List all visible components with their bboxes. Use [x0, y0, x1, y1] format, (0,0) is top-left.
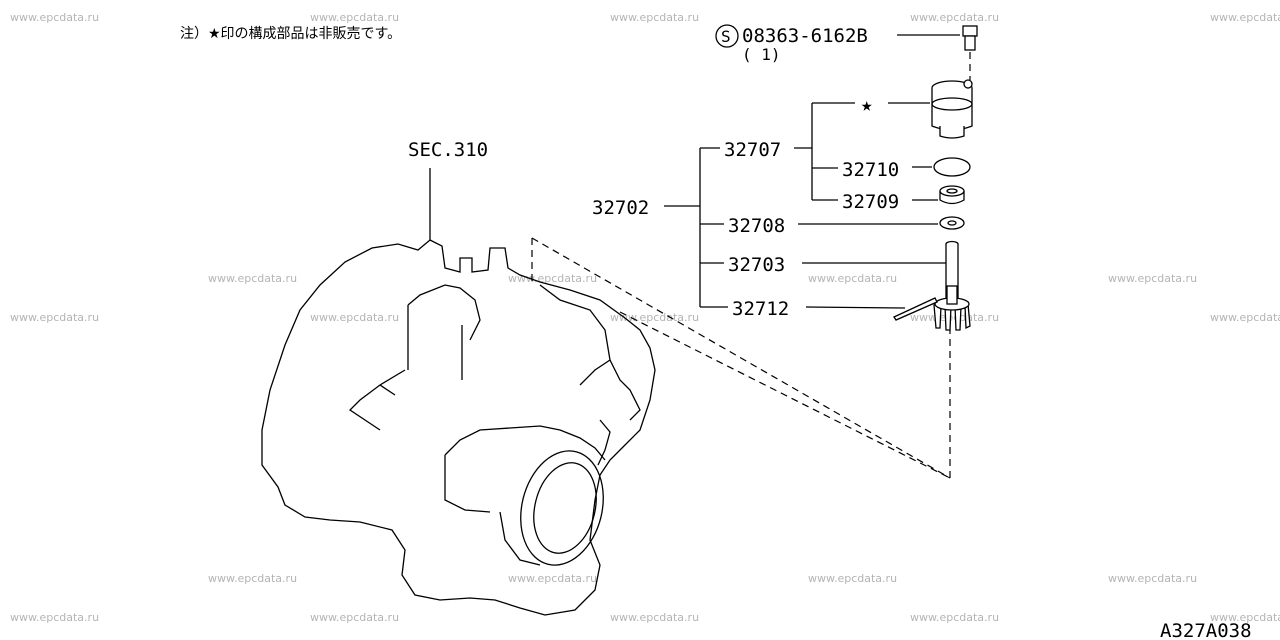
output-flange [520, 450, 604, 566]
projection-line [619, 311, 951, 479]
watermark: www.epcdata.ru [508, 572, 597, 585]
housing-body [931, 88, 973, 131]
part-label-32702[interactable]: 32702 [592, 197, 649, 219]
watermark: www.epcdata.ru [610, 311, 699, 324]
watermark: www.epcdata.ru [610, 11, 699, 24]
sensor-housing-part[interactable] [931, 79, 973, 139]
transmission-right-detail [539, 284, 641, 466]
watermark: www.epcdata.ru [10, 311, 99, 324]
watermark: www.epcdata.ru [310, 11, 399, 24]
part-label-32703[interactable]: 32703 [728, 254, 785, 276]
bushing-hole [946, 188, 958, 194]
bolt-callout[interactable]: S 08363-6162B ( 1) [715, 24, 960, 64]
watermark: www.epcdata.ru [208, 272, 297, 285]
watermark: www.epcdata.ru [1108, 272, 1197, 285]
part-label-32712[interactable]: 32712 [732, 298, 789, 320]
transmission-case-outline [261, 239, 656, 616]
bolt-quantity: ( 1) [742, 45, 781, 64]
watermark: www.epcdata.ru [10, 611, 99, 624]
pin-part[interactable] [893, 297, 938, 321]
bushing-part[interactable] [939, 185, 965, 205]
housing-band [931, 97, 973, 111]
watermark: www.epcdata.ru [910, 11, 999, 24]
watermark: www.epcdata.ru [808, 272, 897, 285]
pin-body [893, 297, 938, 321]
part-label-32709[interactable]: 32709 [842, 191, 899, 213]
pinion-gear-part[interactable] [933, 240, 971, 331]
watermark: www.epcdata.ru [1210, 611, 1280, 624]
bolt-head [962, 25, 978, 37]
watermark: www.epcdata.ru [1210, 11, 1280, 24]
part-label-32710[interactable]: 32710 [842, 159, 899, 181]
transmission-illustration[interactable] [261, 239, 656, 616]
watermark: www.epcdata.ru [910, 311, 999, 324]
watermark: www.epcdata.ru [310, 611, 399, 624]
projection-line [531, 237, 951, 479]
transmission-upper-detail [348, 284, 481, 431]
watermark: www.epcdata.ru [1108, 572, 1197, 585]
diagram-code: A327A038 [1160, 620, 1252, 640]
watermark: www.epcdata.ru [208, 572, 297, 585]
watermark: www.epcdata.ru [310, 311, 399, 324]
watermark: www.epcdata.ru [10, 11, 99, 24]
watermark: www.epcdata.ru [508, 272, 597, 285]
watermark: www.epcdata.ru [1210, 311, 1280, 324]
service-part-symbol [715, 24, 739, 48]
housing-tab [963, 79, 973, 89]
bolt-shank [964, 35, 976, 51]
gear-hub [946, 285, 958, 305]
star-symbol: ★ [861, 94, 872, 116]
watermark: www.epcdata.ru [610, 611, 699, 624]
housing-neck [939, 126, 965, 139]
pin-leader [805, 306, 906, 309]
section-ref-label[interactable]: SEC.310 [408, 139, 488, 161]
washer-outer [939, 216, 965, 230]
service-part-symbol-letter: S [721, 27, 731, 46]
output-flange-inner [533, 462, 597, 554]
watermark: www.epcdata.ru [910, 611, 999, 624]
washer-hole [947, 220, 957, 226]
bolt-part-number: 08363-6162B [742, 25, 868, 47]
bolt-part[interactable] [962, 25, 978, 80]
washer-part[interactable] [939, 216, 965, 230]
watermark: www.epcdata.ru [808, 572, 897, 585]
part-label-32708[interactable]: 32708 [728, 215, 785, 237]
bushing-top [939, 185, 965, 197]
o-ring-part[interactable] [933, 157, 971, 177]
watermarks: www.epcdata.ru www.epcdata.ru www.epcdat… [10, 11, 1280, 624]
part-label-32707[interactable]: 32707 [724, 139, 781, 161]
note-text: 注）★印の構成部品は非販売です。 [180, 26, 401, 42]
transmission-lower-detail [444, 425, 606, 566]
part-number-tree: 32702 32707 ★ 32710 32709 32708 32703 32… [592, 94, 946, 320]
